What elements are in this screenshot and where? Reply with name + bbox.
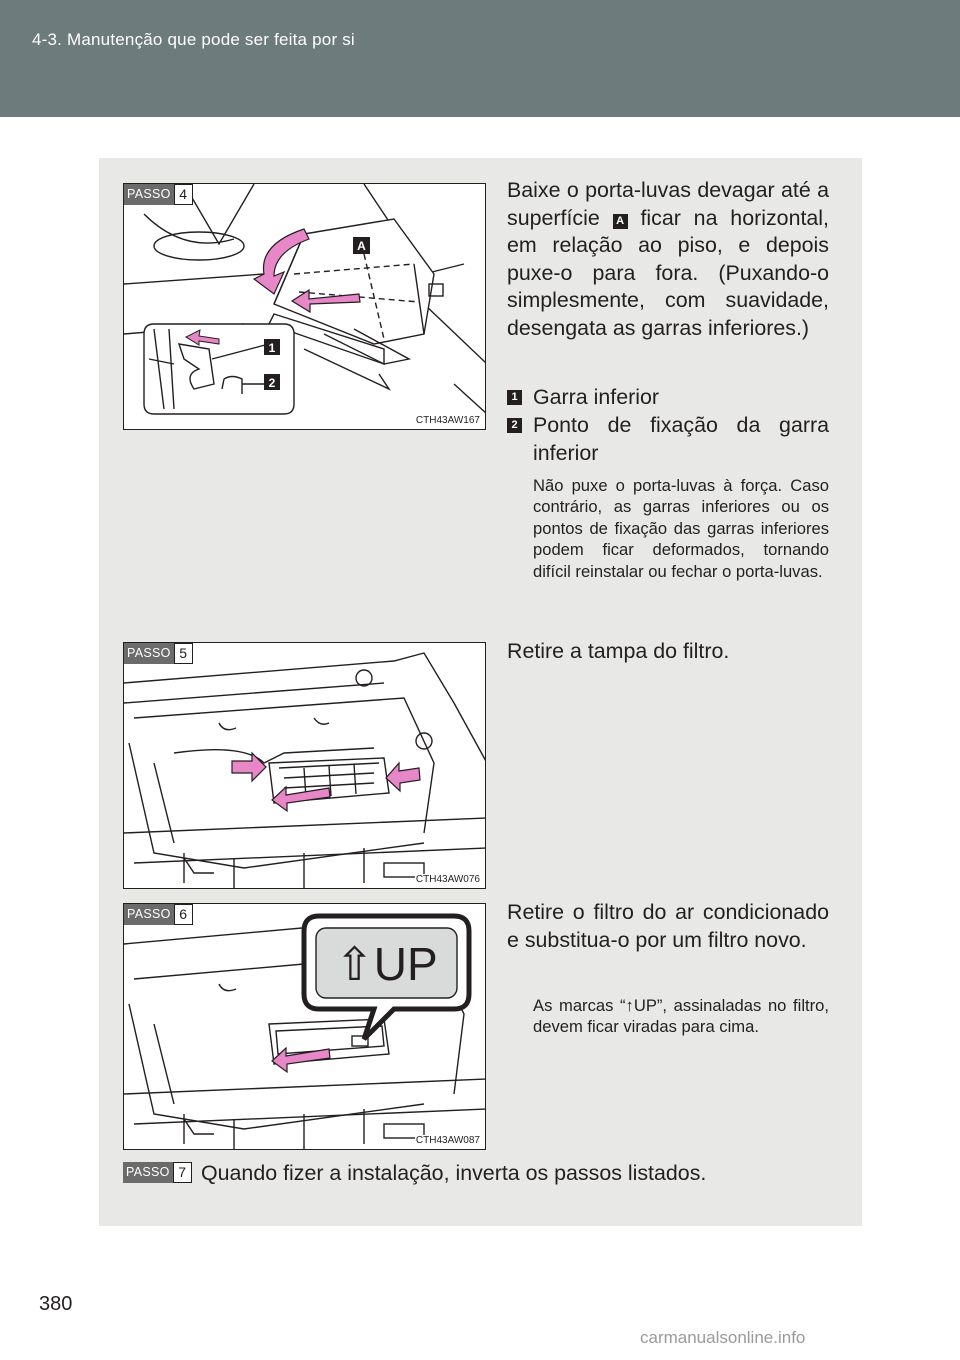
- callout-1-text: Garra inferior: [533, 385, 660, 409]
- callout-2: 2 Ponto de fixação da garra inferior: [507, 412, 829, 468]
- step-number: 7: [172, 1162, 192, 1183]
- step-number: 4: [173, 184, 193, 205]
- filter-replace-illustration: ⇧UP: [124, 913, 485, 1149]
- badge-2: 2: [507, 418, 522, 433]
- page-number: 380: [39, 1293, 73, 1315]
- figure-code: CTH43AW087: [414, 1135, 481, 1146]
- watermark: carmanualsonline.info: [640, 1328, 806, 1347]
- step-6-note: As marcas “↑UP”, assinaladas no filtro, …: [533, 996, 829, 1037]
- glovebox-illustration: A 1 2: [124, 184, 485, 415]
- step-tag: PASSO 5: [124, 643, 193, 664]
- step-4-note: Não puxe o porta-luvas à força. Caso con…: [533, 476, 829, 581]
- step-7-text: Quando fizer a instalação, inverta os pa…: [201, 1161, 707, 1185]
- filter-cover-illustration: [124, 652, 485, 888]
- callout-2-text: Ponto de fixação da garra inferior: [533, 413, 829, 465]
- step-word: PASSO: [124, 643, 174, 664]
- step-tag: PASSO 4: [124, 184, 193, 205]
- step-5-text: Retire a tampa do filtro.: [507, 639, 730, 663]
- step-4-text-part2: ficar na horizontal, em relação ao piso,…: [507, 205, 829, 340]
- step-word: PASSO: [124, 184, 174, 205]
- badge-a: A: [612, 213, 628, 229]
- step-tag: PASSO 6: [124, 904, 193, 925]
- figure-label-1: 1: [269, 341, 276, 355]
- section-title: 4-3. Manutenção que pode ser feita por s…: [32, 30, 355, 49]
- figure-step-4: PASSO 4: [123, 183, 486, 430]
- step-4-text-part1: Baixe o porta-luvas devagar até a superf…: [507, 178, 829, 230]
- step-6-text: Retire o filtro do ar condicionado e sub…: [507, 900, 829, 952]
- step-4-text: Baixe o porta-luvas devagar até a superf…: [507, 177, 829, 342]
- step-word: PASSO: [123, 1162, 173, 1183]
- figure-step-5: PASSO 5 CTH43AW076: [123, 642, 486, 889]
- figure-step-6: PASSO 6 ⇧UP CTH43AW087: [123, 903, 486, 1150]
- figure-label-a: A: [357, 239, 366, 253]
- up-callout-text: ⇧UP: [335, 938, 437, 990]
- figure-code: CTH43AW076: [414, 874, 481, 885]
- step-tag-7: PASSO 7: [123, 1162, 192, 1183]
- step-number: 6: [173, 904, 193, 925]
- figure-code: CTH43AW167: [414, 415, 481, 426]
- badge-1: 1: [507, 390, 522, 405]
- page-header: 4-3. Manutenção que pode ser feita por s…: [0, 0, 960, 117]
- step-word: PASSO: [124, 904, 174, 925]
- figure-label-2: 2: [269, 376, 276, 390]
- step-number: 5: [173, 643, 193, 664]
- callout-1: 1 Garra inferior: [507, 384, 829, 412]
